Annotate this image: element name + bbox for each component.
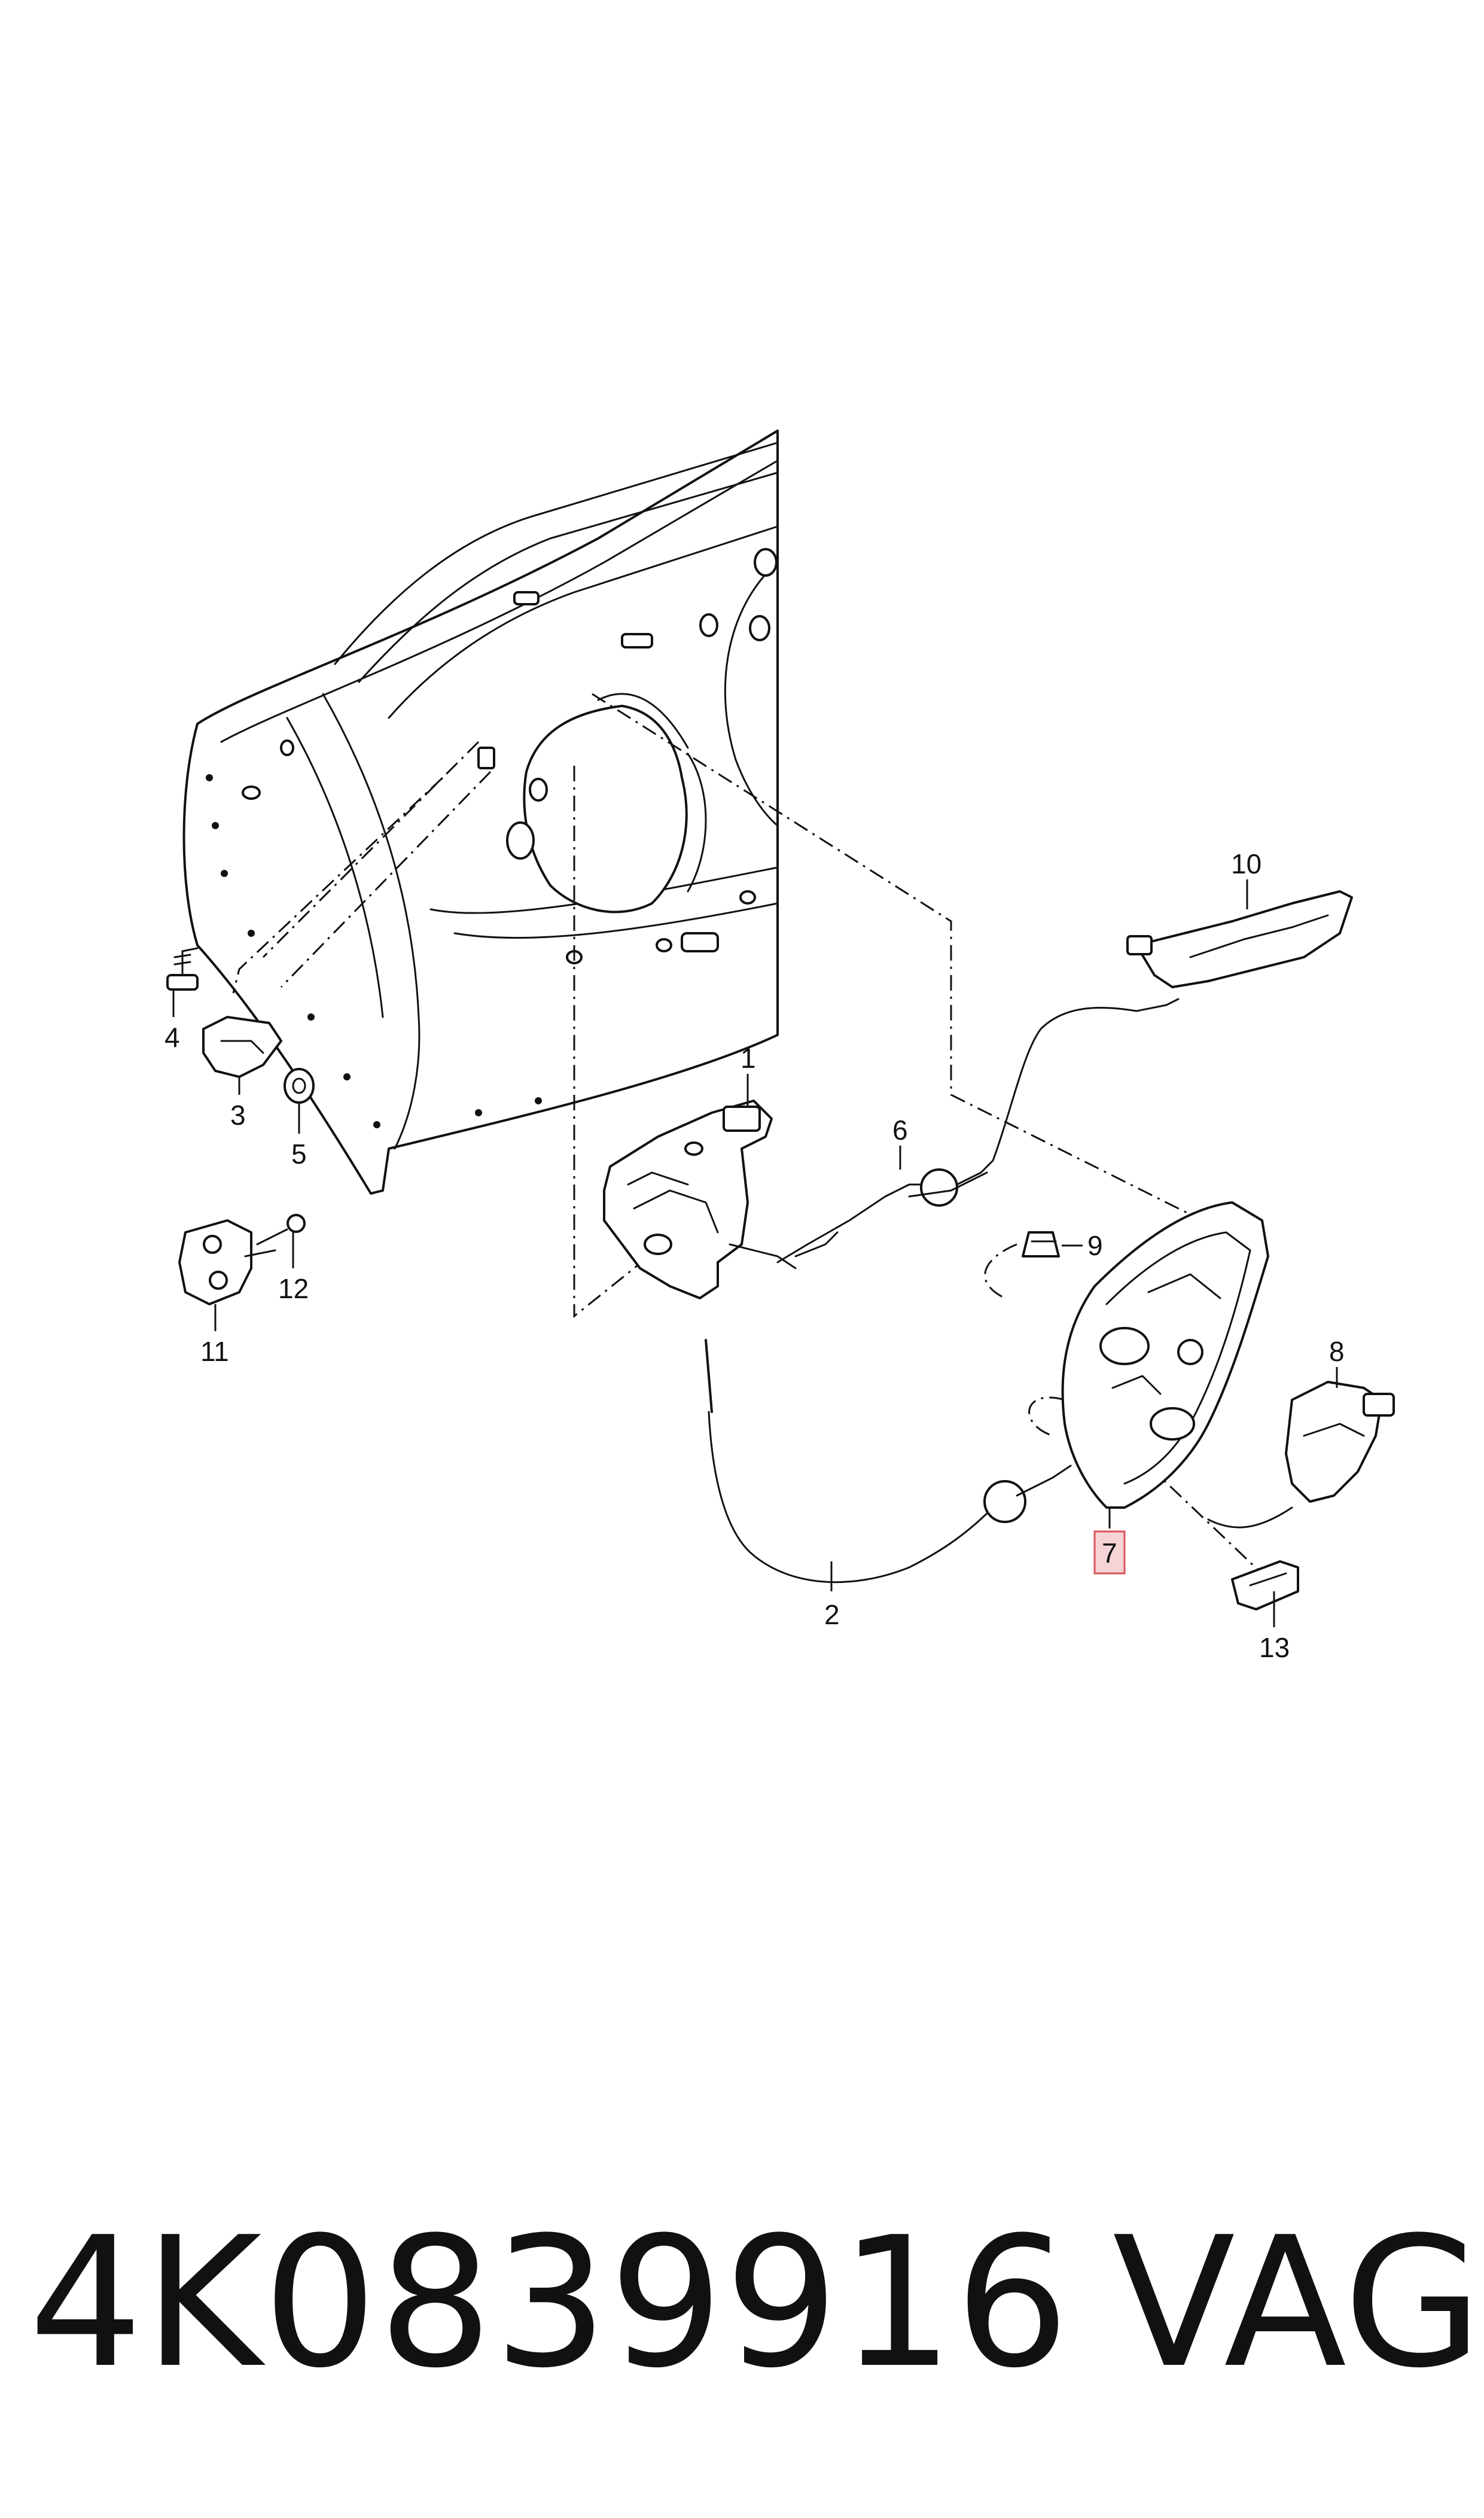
callout-7: 7 (1102, 1537, 1117, 1569)
part-12-bolt (256, 1214, 306, 1246)
part-5-plug (284, 1068, 315, 1104)
part-number-label: 4K0839916 (29, 2199, 1071, 2407)
brand-label: VAG (1113, 2199, 1483, 2407)
callout-11: 11 (200, 1336, 229, 1367)
callout-1: 1 (741, 1043, 756, 1074)
callout-7-highlight (1093, 1530, 1126, 1575)
part-4-screw (166, 947, 199, 991)
part-7-carrier-plate (1061, 1201, 1269, 1509)
callouts: 1 2 3 4 5 6 7 8 9 10 11 12 13 (164, 848, 1345, 1663)
callout-2: 2 (824, 1599, 840, 1630)
callout-5: 5 (291, 1138, 307, 1170)
part-6-release-cable (776, 1159, 994, 1263)
part-3-bracket (202, 1016, 282, 1078)
callout-8: 8 (1329, 1336, 1345, 1367)
callout-9: 9 (1087, 1230, 1103, 1261)
part-10-inner-handle (992, 890, 1353, 1162)
part-1-door-lock (603, 1100, 797, 1299)
assembly-lines (232, 693, 1269, 1581)
part-2-cable (705, 1231, 1072, 1584)
callout-6: 6 (892, 1115, 908, 1146)
callout-13: 13 (1259, 1632, 1290, 1663)
callout-10: 10 (1231, 848, 1261, 879)
callout-12: 12 (278, 1273, 309, 1304)
part-9-grommet (1022, 1231, 1060, 1258)
callout-4: 4 (164, 1022, 180, 1053)
door-inner-panel (182, 430, 779, 1195)
part-11-striker (178, 1219, 276, 1305)
part-8-actuator (1207, 1381, 1395, 1529)
exploded-parts-diagram: 1 2 3 4 5 6 7 8 9 10 11 12 13 (164, 430, 1395, 1663)
leader-lines (172, 879, 1338, 1627)
callout-3: 3 (230, 1100, 246, 1131)
part-13-clip (1231, 1560, 1299, 1610)
